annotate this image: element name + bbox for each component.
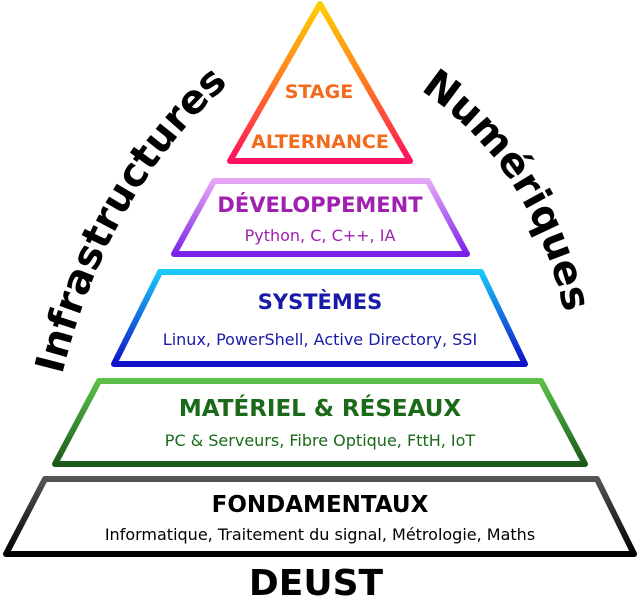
apex-triangle: [227, 1, 413, 164]
level-hardware-subtitle: PC & Serveurs, Fibre Optique, FttH, IoT: [165, 431, 476, 450]
level-development-shape: [171, 178, 470, 257]
level-hardware-title: MATÉRIEL & RÉSEAUX: [179, 394, 461, 422]
apex-line2: ALTERNANCE: [251, 131, 389, 153]
level-hardware-shape: [52, 378, 588, 467]
level-systems-subtitle: Linux, PowerShell, Active Directory, SSI: [163, 330, 477, 349]
apex-line1: STAGE: [285, 81, 353, 103]
level-fundamentals-subtitle: Informatique, Traitement du signal, Métr…: [105, 525, 535, 544]
level-development-title: DÉVELOPPEMENT: [217, 192, 423, 217]
level-fundamentals-title: FONDAMENTAUX: [212, 492, 429, 518]
base-label: DEUST: [249, 563, 384, 600]
level-systems-title: SYSTÈMES: [258, 289, 383, 314]
level-systems-shape: [111, 269, 528, 367]
level-fundamentals-shape: [3, 476, 637, 557]
level-development-subtitle: Python, C, C++, IA: [245, 226, 396, 245]
